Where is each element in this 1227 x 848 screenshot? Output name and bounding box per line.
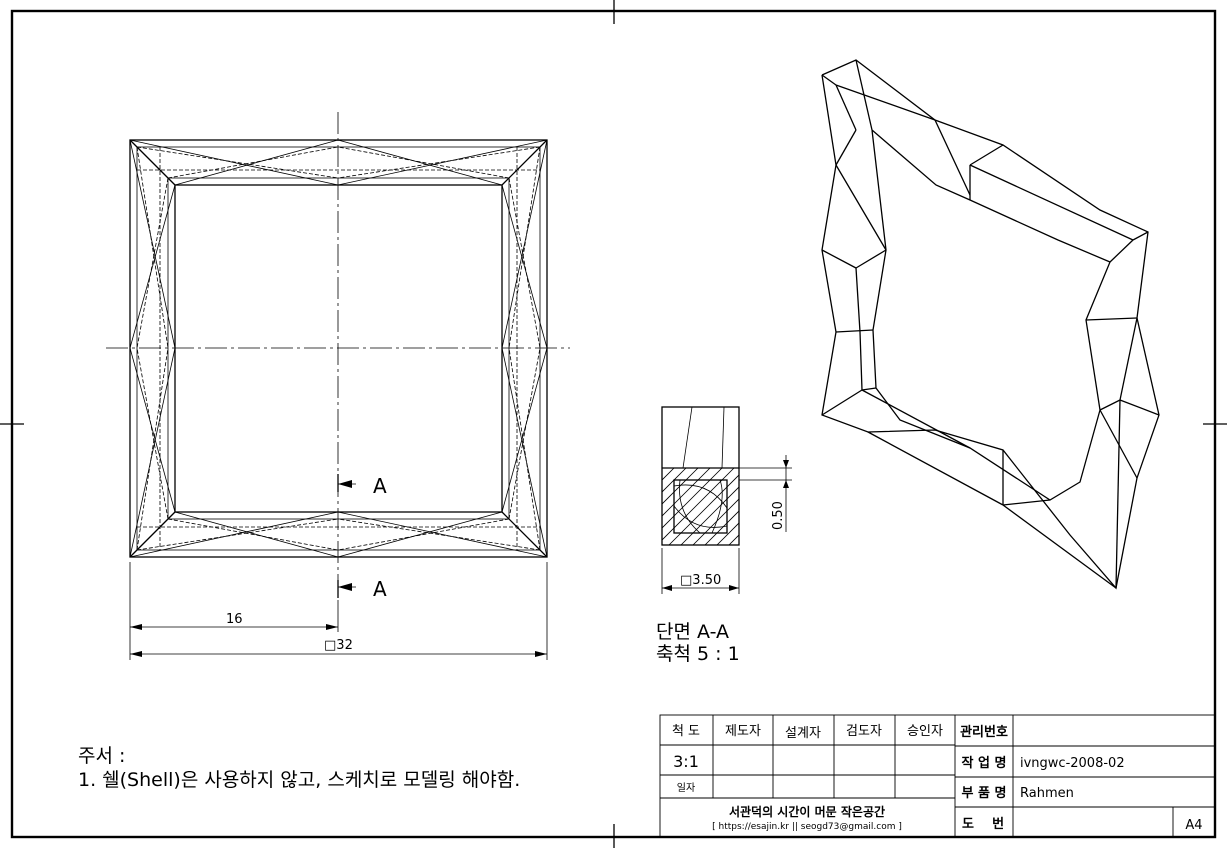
scale-label: 척 도 — [672, 724, 700, 739]
section-cut-marks: A A — [337, 474, 387, 601]
square-symbol: □ — [324, 638, 336, 653]
scale-value: 3:1 — [673, 752, 699, 771]
company-contact: [ https://esajin.kr || seogd73@gmail.com… — [712, 822, 902, 832]
role-designer: 설계자 — [785, 726, 821, 741]
role-checker: 검도자 — [846, 724, 882, 739]
square-symbol-section: □ — [680, 573, 692, 588]
part-name-label: 부 품 명 — [962, 785, 1007, 801]
main-view-dimensions: 16 □32 — [129, 562, 548, 660]
management-number-label: 관리번호 — [960, 724, 1008, 740]
notes-heading: 주서 : — [78, 745, 125, 767]
part-name-value: Rahmen — [1020, 786, 1074, 801]
isometric-view — [821, 59, 1160, 590]
notes: 주서 : 1. 쉘(Shell)은 사용하지 않고, 스케치로 모델링 해야함. — [78, 745, 520, 791]
section-view: 0.50 □3.50 단면 A-A 축척 5 : 1 — [656, 406, 792, 665]
main-view — [106, 112, 570, 580]
section-label-top: A — [373, 474, 387, 498]
dimension-full-width: 32 — [336, 638, 353, 653]
section-scale: 축척 5 : 1 — [656, 643, 740, 665]
work-name-value: ivngwc-2008-02 — [1020, 756, 1125, 771]
dimension-thickness: 0.50 — [771, 501, 786, 530]
notes-line-1: 1. 쉘(Shell)은 사용하지 않고, 스케치로 모델링 해야함. — [78, 769, 520, 791]
title-block: 척 도 3:1 일자 제도자 설계자 검도자 승인자 관리번호 작 업 명 iv… — [659, 714, 1216, 838]
svg-text:□3.50: □3.50 — [680, 573, 721, 588]
work-name-label: 작 업 명 — [962, 755, 1007, 771]
drawing-number-label: 도 번 — [962, 817, 1004, 832]
svg-text:□32: □32 — [324, 638, 353, 653]
section-label-bottom: A — [373, 577, 387, 601]
company-name: 서관덕의 시간이 머문 작은공간 — [729, 804, 885, 819]
dimension-half-width: 16 — [226, 612, 243, 627]
section-title: 단면 A-A — [656, 621, 729, 643]
date-label: 일자 — [677, 782, 695, 794]
role-drafter: 제도자 — [725, 724, 761, 739]
paper-size: A4 — [1185, 818, 1202, 833]
section-hatch — [662, 468, 739, 545]
dimension-section-width: 3.50 — [692, 573, 721, 588]
role-approver: 승인자 — [907, 724, 943, 739]
